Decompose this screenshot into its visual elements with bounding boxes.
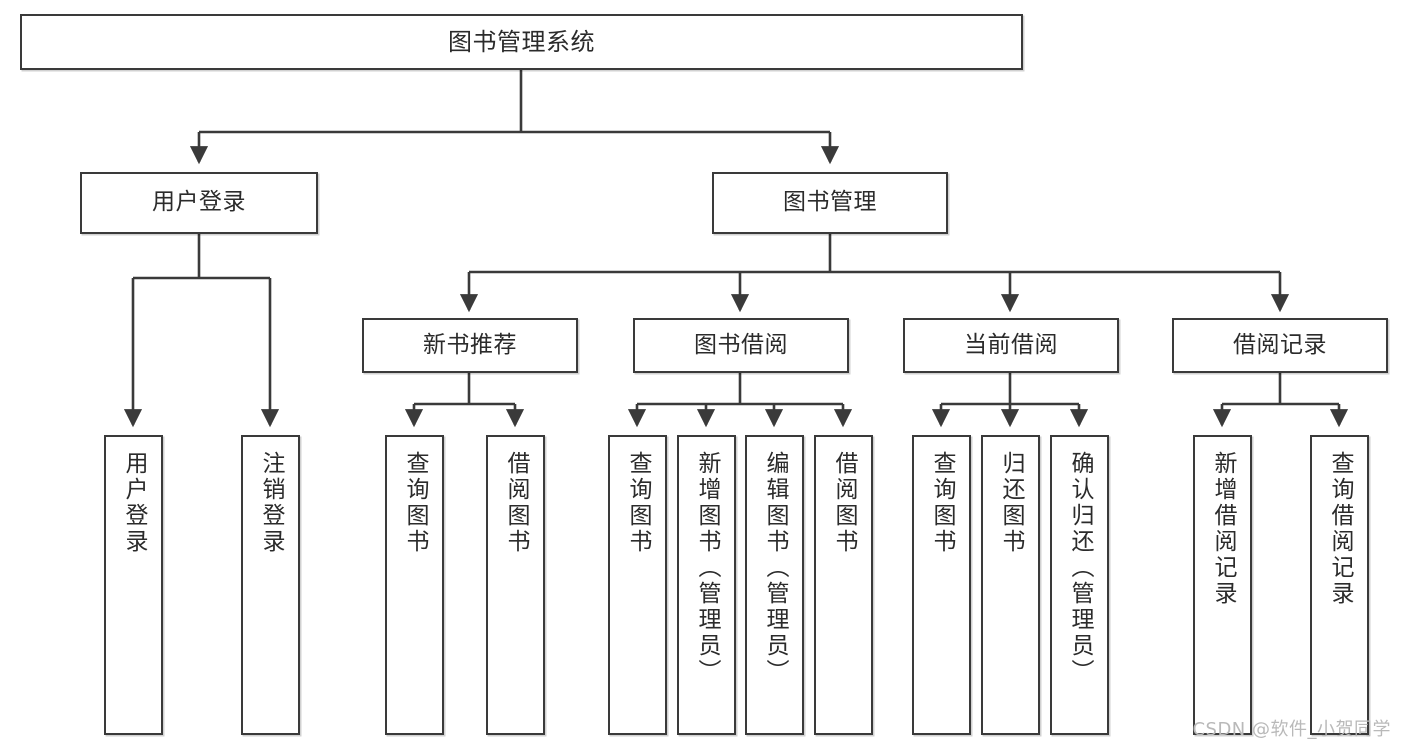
node-new-book-recommend-label: 新书推荐	[423, 331, 517, 358]
node-user-login-label: 用户登录	[152, 189, 246, 216]
node-borrow-record-label: 借阅记录	[1233, 331, 1327, 358]
leaf-user-login-label: 用户登录	[121, 451, 147, 555]
leaf-edit-book-label: 编辑图书（管理员）	[762, 451, 788, 685]
leaf-query-record[interactable]: 查询借阅记录	[1310, 435, 1369, 735]
leaf-add-book[interactable]: 新增图书（管理员）	[677, 435, 736, 735]
leaf-borrow-book-2[interactable]: 借阅图书	[814, 435, 873, 735]
leaf-confirm-return[interactable]: 确认归还（管理员）	[1050, 435, 1109, 735]
leaf-query-book-3-label: 查询图书	[929, 451, 955, 555]
node-book-borrow[interactable]: 图书借阅	[633, 318, 849, 373]
leaf-add-record-label: 新增借阅记录	[1210, 451, 1236, 607]
leaf-query-book-1-label: 查询图书	[402, 451, 428, 555]
leaf-query-book-2[interactable]: 查询图书	[608, 435, 667, 735]
node-current-borrow[interactable]: 当前借阅	[903, 318, 1119, 373]
leaf-query-book-3[interactable]: 查询图书	[912, 435, 971, 735]
leaf-query-book-2-label: 查询图书	[625, 451, 651, 555]
leaf-borrow-book-1-label: 借阅图书	[503, 451, 529, 555]
leaf-logout-login-label: 注销登录	[258, 451, 284, 555]
node-root-label: 图书管理系统	[448, 27, 595, 56]
leaf-edit-book[interactable]: 编辑图书（管理员）	[745, 435, 804, 735]
leaf-return-book-label: 归还图书	[998, 451, 1024, 555]
node-new-book-recommend[interactable]: 新书推荐	[362, 318, 578, 373]
node-root[interactable]: 图书管理系统	[20, 14, 1023, 70]
csdn-watermark: CSDN @软件_小贺同学	[1192, 719, 1391, 740]
leaf-add-record[interactable]: 新增借阅记录	[1193, 435, 1252, 735]
leaf-query-record-label: 查询借阅记录	[1327, 451, 1353, 607]
leaf-return-book[interactable]: 归还图书	[981, 435, 1040, 735]
node-borrow-record[interactable]: 借阅记录	[1172, 318, 1388, 373]
leaf-confirm-return-label: 确认归还（管理员）	[1067, 451, 1093, 685]
leaf-user-login[interactable]: 用户登录	[104, 435, 163, 735]
leaf-borrow-book-2-label: 借阅图书	[831, 451, 857, 555]
leaf-logout-login[interactable]: 注销登录	[241, 435, 300, 735]
node-book-manage[interactable]: 图书管理	[712, 172, 948, 234]
node-user-login[interactable]: 用户登录	[80, 172, 318, 234]
leaf-add-book-label: 新增图书（管理员）	[694, 451, 720, 685]
node-current-borrow-label: 当前借阅	[964, 331, 1058, 358]
node-book-borrow-label: 图书借阅	[694, 331, 788, 358]
leaf-borrow-book-1[interactable]: 借阅图书	[486, 435, 545, 735]
leaf-query-book-1[interactable]: 查询图书	[385, 435, 444, 735]
node-book-manage-label: 图书管理	[783, 189, 877, 216]
